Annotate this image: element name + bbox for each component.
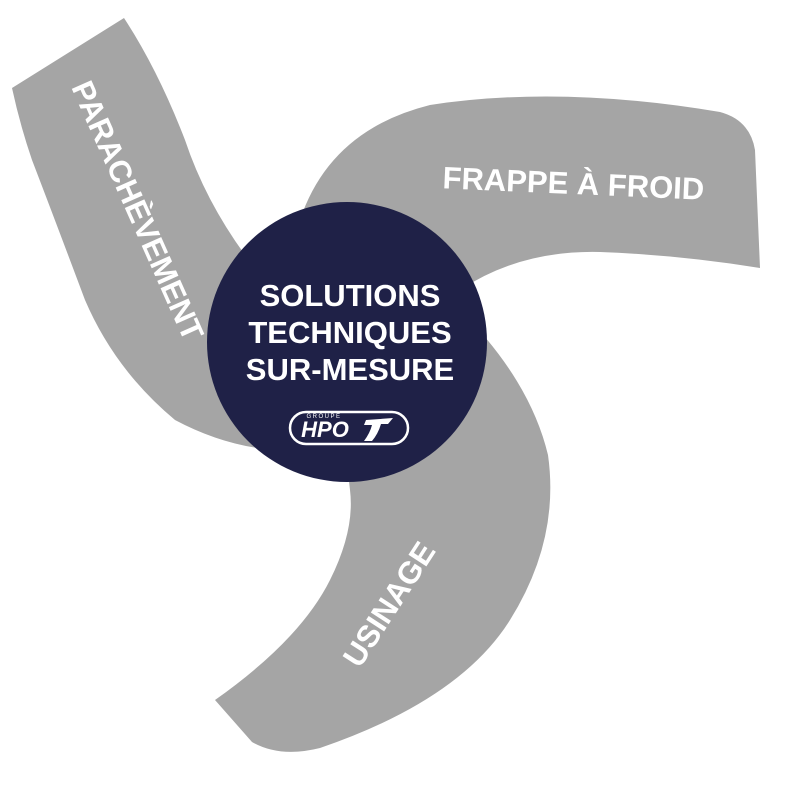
logo-group-word: GROUPE [306,414,341,420]
arm-usinage [215,310,551,752]
hub-line-2: TECHNIQUES [248,315,451,350]
logo-mark-icon [364,418,393,441]
logo-brand: HPO [301,417,349,442]
hub-line-1: SOLUTIONS [260,278,441,313]
hpo-logo: GROUPE HPO [288,410,410,446]
hub-line-3: SUR-MESURE [246,352,454,387]
logo-frame [288,410,410,446]
hub-circle [207,202,487,482]
